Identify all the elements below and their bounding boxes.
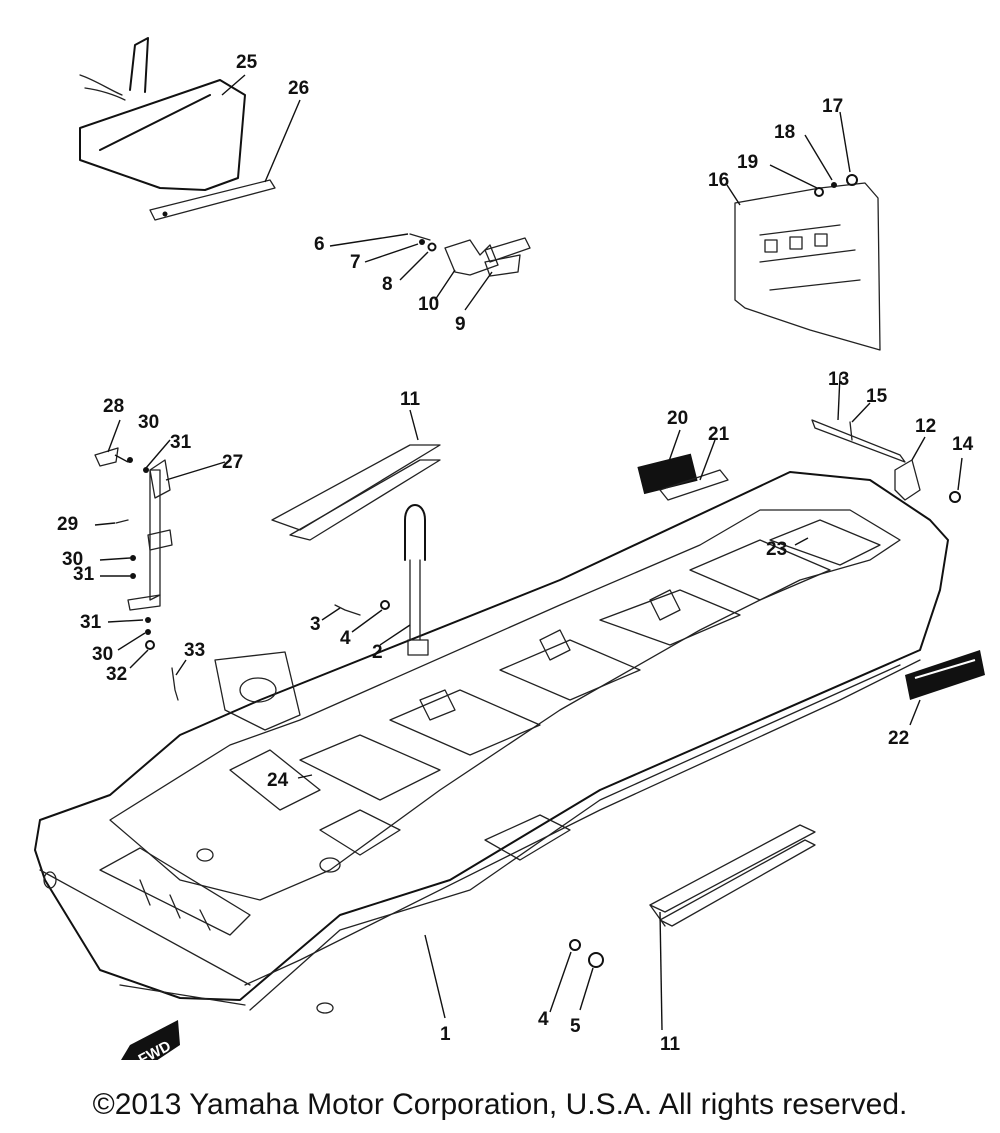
callout-13: 13 bbox=[828, 369, 849, 390]
callout-30: 30 bbox=[62, 549, 83, 570]
rear-bracket-parts-12-15 bbox=[811, 419, 961, 503]
callout-21: 21 bbox=[708, 424, 730, 445]
callout-22: 22 bbox=[888, 728, 909, 749]
callout-27: 27 bbox=[222, 452, 243, 473]
decal-parts-20-21 bbox=[637, 453, 729, 501]
side-rail-upper-part-11 bbox=[271, 444, 441, 541]
cover-part-25 bbox=[79, 37, 246, 191]
callout-10: 10 bbox=[418, 294, 439, 315]
badge-part-22 bbox=[905, 650, 985, 700]
number-plate-part-16 bbox=[734, 182, 881, 351]
callout-30: 30 bbox=[138, 412, 159, 433]
callout-15: 15 bbox=[866, 386, 888, 407]
copyright-notice: ©2013 Yamaha Motor Corporation, U.S.A. A… bbox=[92, 1088, 908, 1121]
side-rail-lower-part-11 bbox=[649, 824, 816, 927]
callout-24: 24 bbox=[267, 770, 289, 791]
callout-23: 23 bbox=[766, 539, 787, 560]
callout-32: 32 bbox=[106, 664, 127, 685]
callout-33: 33 bbox=[184, 640, 205, 661]
callout-3: 3 bbox=[310, 614, 321, 635]
callout-25: 25 bbox=[236, 52, 258, 73]
callout-12: 12 bbox=[915, 416, 936, 437]
callout-28: 28 bbox=[103, 396, 124, 417]
callout-31: 31 bbox=[73, 564, 95, 585]
strap-part-26 bbox=[149, 179, 276, 221]
callout-9: 9 bbox=[455, 314, 466, 335]
callout-labels: 1 2 3 4 4 5 6 7 8 9 10 11 11 12 13 14 15… bbox=[57, 52, 974, 1055]
callout-17: 17 bbox=[822, 96, 843, 117]
callout-29: 29 bbox=[57, 514, 78, 535]
stand-bracket-parts-27-33 bbox=[94, 447, 179, 701]
callout-6: 6 bbox=[314, 234, 325, 255]
callout-19: 19 bbox=[737, 152, 758, 173]
callout-26: 26 bbox=[288, 78, 309, 99]
fwd-arrow: FWD bbox=[121, 1020, 180, 1060]
callout-14: 14 bbox=[952, 434, 974, 455]
cable-parts-2-5 bbox=[334, 504, 604, 968]
callout-2: 2 bbox=[372, 642, 383, 663]
callout-5: 5 bbox=[570, 1016, 581, 1037]
bracket-hardware-6-10 bbox=[409, 233, 531, 277]
callout-16: 16 bbox=[708, 170, 729, 191]
callout-4: 4 bbox=[340, 628, 351, 649]
callout-1: 1 bbox=[440, 1024, 451, 1045]
bolt-parts-17-19 bbox=[814, 174, 858, 197]
leader-lines bbox=[94, 74, 963, 1031]
hull-body bbox=[34, 471, 949, 1014]
callout-31: 31 bbox=[170, 432, 192, 453]
callout-18: 18 bbox=[774, 122, 795, 143]
exploded-parts-diagram: FWD bbox=[34, 37, 985, 1060]
callout-30: 30 bbox=[92, 644, 113, 665]
callout-4: 4 bbox=[538, 1009, 549, 1030]
callout-11: 11 bbox=[660, 1034, 681, 1055]
callout-7: 7 bbox=[350, 252, 361, 273]
callout-11: 11 bbox=[400, 389, 421, 410]
callout-8: 8 bbox=[382, 274, 393, 295]
callout-31: 31 bbox=[80, 612, 102, 633]
callout-20: 20 bbox=[667, 408, 688, 429]
